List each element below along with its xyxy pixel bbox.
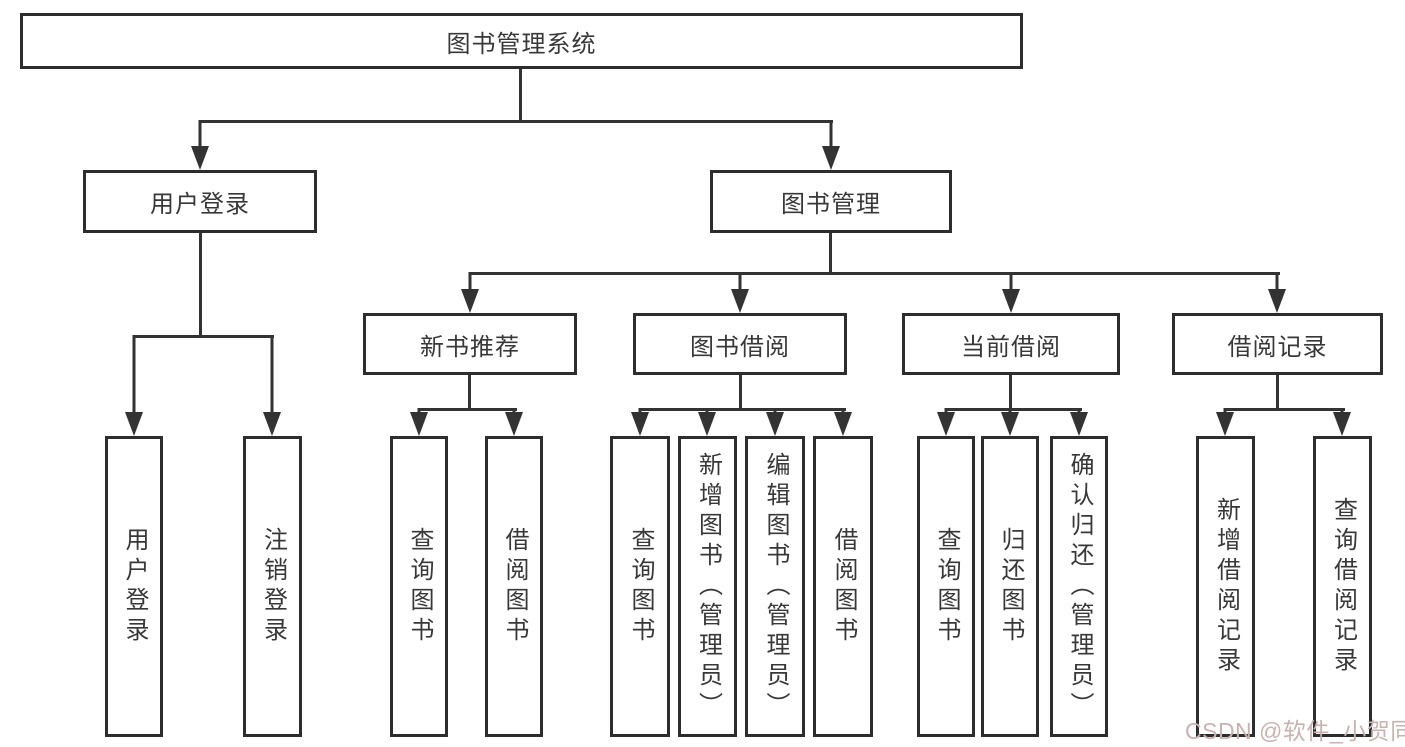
arrowhead-icon [410,412,428,436]
arrow-to-leaf-logout [263,335,281,436]
arrow-to-bb-query [631,408,649,436]
arrowhead-icon [937,412,955,436]
leaf-br-query-record: 查询借阅记录 [1313,436,1372,737]
leaf-bb-add-books-admin: 新增图书（管理员） [678,436,737,737]
arrowhead-icon [631,412,649,436]
arrow-to-cb-query [937,408,955,436]
arrowhead-icon [1001,412,1019,436]
arrowhead-icon [834,412,852,436]
leaf-br-add-record: 新增借阅记录 [1196,436,1255,737]
arrowhead-icon [766,412,784,436]
leaf-user-login: 用户登录 [105,436,163,737]
arrow-to-new-book-rec [461,272,479,313]
arrowhead-icon [1002,289,1020,313]
arrowhead-icon [1216,412,1234,436]
arrow-to-br-add [1216,408,1234,436]
leaf-bb-edit-books-admin: 编辑图书（管理员） [745,436,805,737]
arrowhead-icon [1268,289,1286,313]
node-book-management: 图书管理 [710,170,952,233]
arrow-to-rec-query [410,408,428,436]
arrowhead-icon [125,412,143,436]
node-library-management-system: 图书管理系统 [20,13,1023,69]
leaf-rec-query-books: 查询图书 [390,436,448,737]
arrowhead-icon [1333,412,1351,436]
arrow-to-bb-edit [766,408,784,436]
arrowhead-icon [263,412,281,436]
connector-br-vertical [1276,375,1279,410]
leaf-cb-confirm-return-admin: 确认归还（管理员） [1050,436,1108,737]
leaf-logout: 注销登录 [243,436,302,737]
arrowhead-icon [1070,412,1088,436]
leaf-rec-borrow-books: 借阅图书 [485,436,543,737]
connector-bb-vertical [739,375,742,410]
arrow-to-bb-borrow [834,408,852,436]
arrow-to-br-query [1333,408,1351,436]
leaf-cb-query-books: 查询图书 [917,436,975,737]
node-borrowing-records: 借阅记录 [1172,313,1383,375]
node-new-book-recommendation: 新书推荐 [363,313,577,375]
arrow-to-bb-add [698,408,716,436]
arrowhead-icon [698,412,716,436]
arrow-to-book-borrow [731,272,749,313]
arrowhead-icon [731,289,749,313]
arrow-to-rec-borrow [505,408,523,436]
arrowhead-icon [822,146,840,170]
connector-book-mgmt-horizontal [469,272,1280,275]
arrow-to-cb-confirm [1070,408,1088,436]
connector-user-login-vertical [199,233,202,338]
connector-root-horizontal [199,120,833,123]
node-current-borrowing: 当前借阅 [902,313,1120,375]
connector-rec-vertical [468,375,471,410]
leaf-cb-return-books: 归还图书 [981,436,1039,737]
arrowhead-icon [505,412,523,436]
connector-cb-vertical [1009,375,1012,410]
connector-book-mgmt-vertical [829,233,832,274]
connector-user-login-horizontal [133,335,274,338]
arrowhead-icon [191,146,209,170]
connector-rec-horizontal [418,408,517,411]
arrow-to-borrow-records [1268,272,1286,313]
arrow-to-cb-return [1001,408,1019,436]
connector-root-vertical [519,69,522,122]
arrow-to-leaf-user-login [125,335,143,436]
arrow-to-user-login [191,120,209,170]
node-user-login: 用户登录 [83,170,317,233]
arrow-to-current-borrow [1002,272,1020,313]
arrowhead-icon [461,289,479,313]
leaf-bb-query-books: 查询图书 [610,436,670,737]
arrow-to-book-mgmt [822,120,840,170]
connector-cb-horizontal [945,408,1082,411]
connector-bb-horizontal [639,408,846,411]
node-book-borrowing: 图书借阅 [633,313,847,375]
connector-br-horizontal [1224,408,1345,411]
leaf-bb-borrow-books: 借阅图书 [813,436,873,737]
